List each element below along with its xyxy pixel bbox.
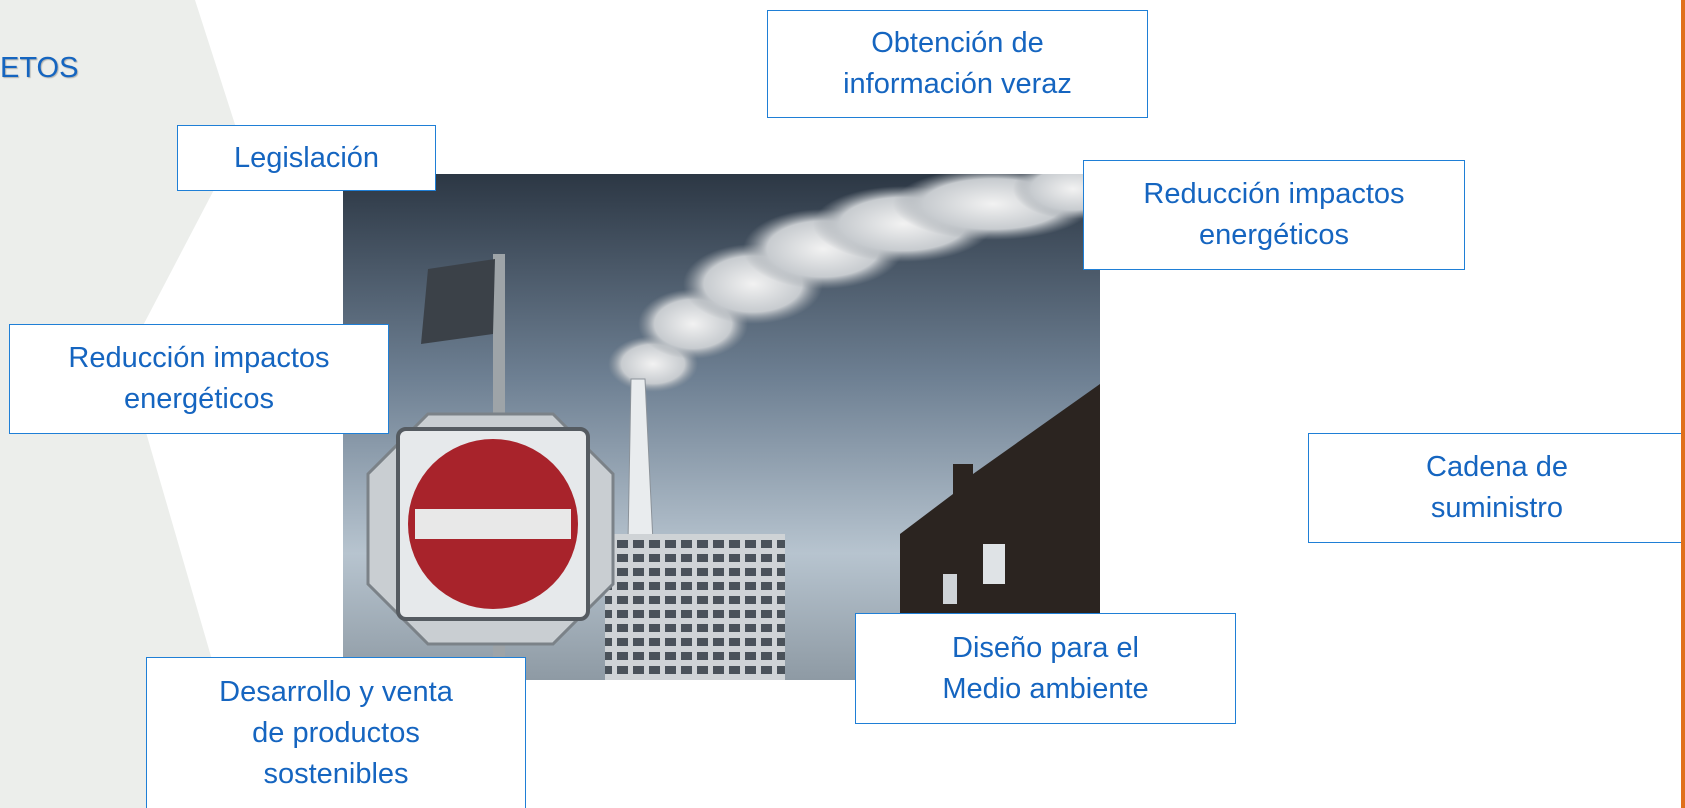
label-obtencion-informacion: Obtención de información veraz <box>767 10 1148 118</box>
orange-accent-bar <box>1681 0 1685 808</box>
label-reduccion-impactos-top: Reducción impactos energéticos <box>1083 160 1465 270</box>
label-reduccion-impactos-left: Reducción impactos energéticos <box>9 324 389 434</box>
label-diseno-medio-ambiente: Diseño para el Medio ambiente <box>855 613 1236 724</box>
label-desarrollo-venta: Desarrollo y venta de productos sostenib… <box>146 657 526 808</box>
slide-title: ETOS <box>0 52 79 84</box>
label-legislacion: Legislación <box>177 125 436 191</box>
smokestack-no-entry-sign-photo <box>343 174 1100 680</box>
label-cadena-suministro: Cadena de suministro <box>1308 433 1685 543</box>
